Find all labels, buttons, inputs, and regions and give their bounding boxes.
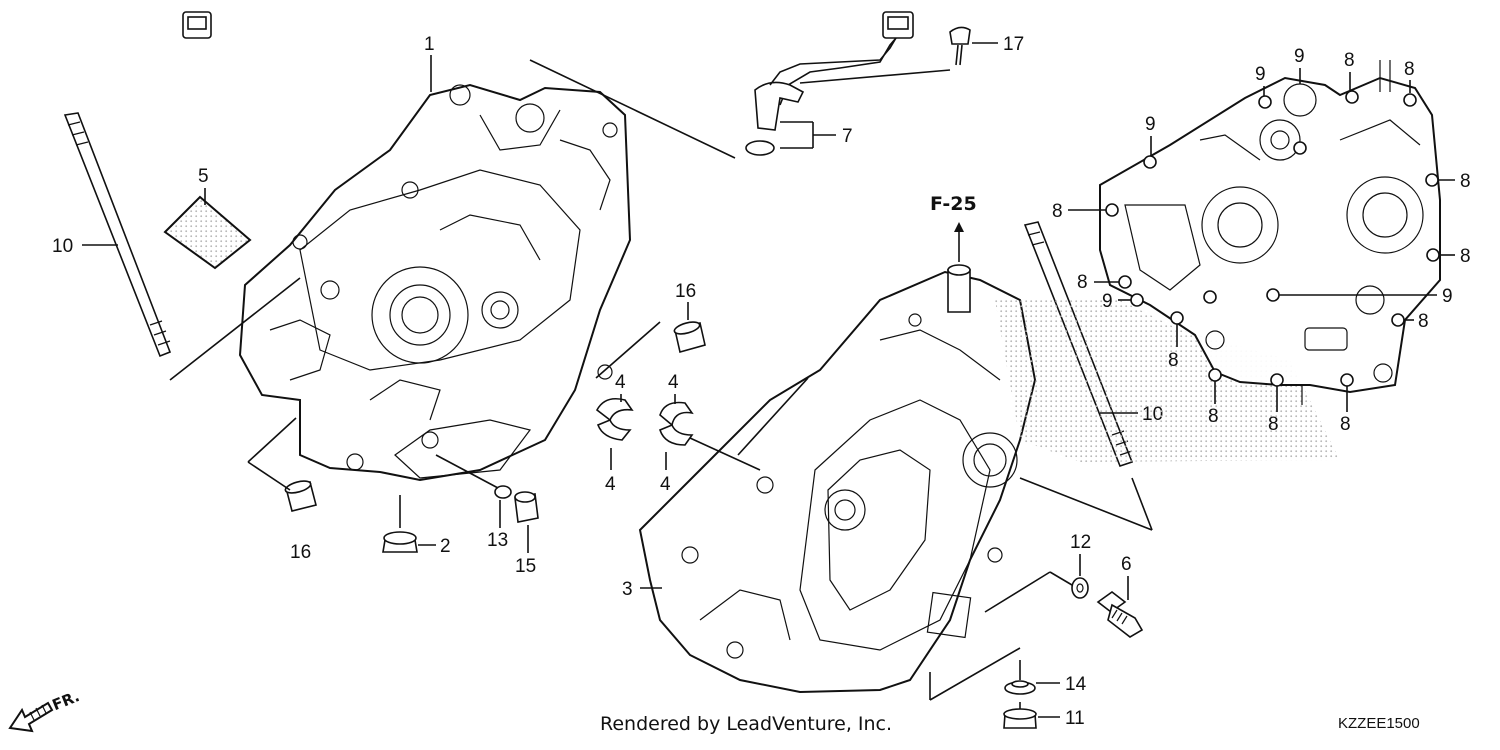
left-crankcase-illustration — [238, 83, 632, 482]
part-label-11: 11 — [1065, 708, 1085, 729]
washer-12-hole-illustration — [1076, 583, 1084, 593]
oil-strainer-illustration — [163, 195, 252, 270]
leader-line-17-b — [799, 69, 951, 84]
leader-line-11-b — [929, 647, 1021, 701]
sensor-assembly-illustration — [182, 11, 897, 156]
part-label-16-upper: 16 — [675, 281, 696, 302]
bolt-11-illustration — [1003, 702, 1037, 729]
dowel-pin-upper-illustration — [673, 321, 706, 353]
right-crankcase-illustration — [638, 264, 1037, 694]
front-direction-label: FR. — [50, 687, 83, 714]
reference-label-f25: F-25 — [930, 193, 977, 215]
part-label-8-h: 8 — [1208, 406, 1219, 427]
leader-line-10-right-c — [1131, 477, 1153, 531]
washer-13-illustration — [494, 485, 512, 499]
part-label-3: 3 — [622, 579, 633, 600]
leader-line-case-dowel — [737, 377, 809, 456]
sensor-wire-illustration — [769, 37, 897, 86]
part-label-8-d: 8 — [1460, 246, 1471, 267]
part-label-16-lower: 16 — [290, 542, 311, 563]
leader-line-7-e — [529, 59, 736, 159]
part-label-13: 13 — [487, 530, 508, 551]
part-label-5: 5 — [198, 166, 209, 187]
bolt-17-illustration — [949, 26, 971, 66]
leader-line-4-case — [689, 437, 761, 471]
part-label-1: 1 — [424, 34, 435, 55]
leader-line-10-left-b — [169, 277, 301, 381]
part-label-8-k: 8 — [1052, 201, 1063, 222]
part-label-9-b: 9 — [1255, 64, 1266, 85]
leader-line-16-upper-b — [595, 321, 661, 379]
right-cover-illustration — [995, 60, 1441, 462]
collar-15-illustration — [514, 491, 539, 523]
part-label-9-e: 9 — [1442, 286, 1453, 307]
bearing-left-illustration — [595, 397, 634, 441]
part-label-8-f: 8 — [1340, 414, 1351, 435]
part-label-15: 15 — [515, 556, 536, 577]
part-label-17: 17 — [1003, 34, 1024, 55]
diagram-code: KZZEE1500 — [1338, 715, 1420, 732]
part-label-7: 7 — [842, 126, 853, 147]
part-label-8-a: 8 — [1344, 50, 1355, 71]
washer-12-illustration — [1071, 577, 1089, 599]
part-label-4-a: 4 — [615, 372, 626, 393]
part-label-9-a: 9 — [1145, 114, 1156, 135]
part-label-9-c: 9 — [1294, 46, 1305, 67]
sensor-connector-pin-illustration — [887, 16, 909, 30]
part-label-14: 14 — [1065, 674, 1087, 695]
part-label-8-b: 8 — [1404, 59, 1415, 80]
part-label-8-j: 8 — [1077, 272, 1088, 293]
part-label-8-i: 8 — [1168, 350, 1179, 371]
leader-line-13-b — [435, 454, 499, 489]
part-label-8-e: 8 — [1418, 311, 1429, 332]
bearing-right-illustration — [659, 401, 694, 446]
drain-bolt-illustration — [382, 495, 418, 553]
part-label-2: 2 — [440, 536, 451, 557]
leader-line-16-lower-b — [247, 461, 291, 491]
leader-line-12-c — [1049, 571, 1073, 586]
part-label-12: 12 — [1070, 532, 1091, 553]
leader-line-16-lower-a — [247, 417, 297, 463]
switch-6-illustration — [1096, 591, 1144, 638]
part-label-10-left: 10 — [52, 236, 73, 257]
part-label-8-g: 8 — [1268, 414, 1279, 435]
leader-line-10-right-b — [1019, 477, 1153, 531]
part-label-9-d: 9 — [1102, 291, 1113, 312]
part-label-4-d: 4 — [660, 474, 671, 495]
render-credit: Rendered by LeadVenture, Inc. — [600, 713, 892, 735]
reference-arrow-icon — [954, 222, 964, 232]
leader-line-12-b — [984, 571, 1051, 613]
front-direction-arrow-icon — [8, 701, 54, 733]
part-label-4-b: 4 — [605, 474, 616, 495]
stud-bolt-left-illustration — [63, 112, 172, 358]
part-label-6: 6 — [1121, 554, 1132, 575]
dowel-pin-lower-illustration — [284, 480, 317, 512]
washer-14-illustration — [1004, 680, 1036, 695]
part-label-4-c: 4 — [668, 372, 679, 393]
part-label-8-c: 8 — [1460, 171, 1471, 192]
